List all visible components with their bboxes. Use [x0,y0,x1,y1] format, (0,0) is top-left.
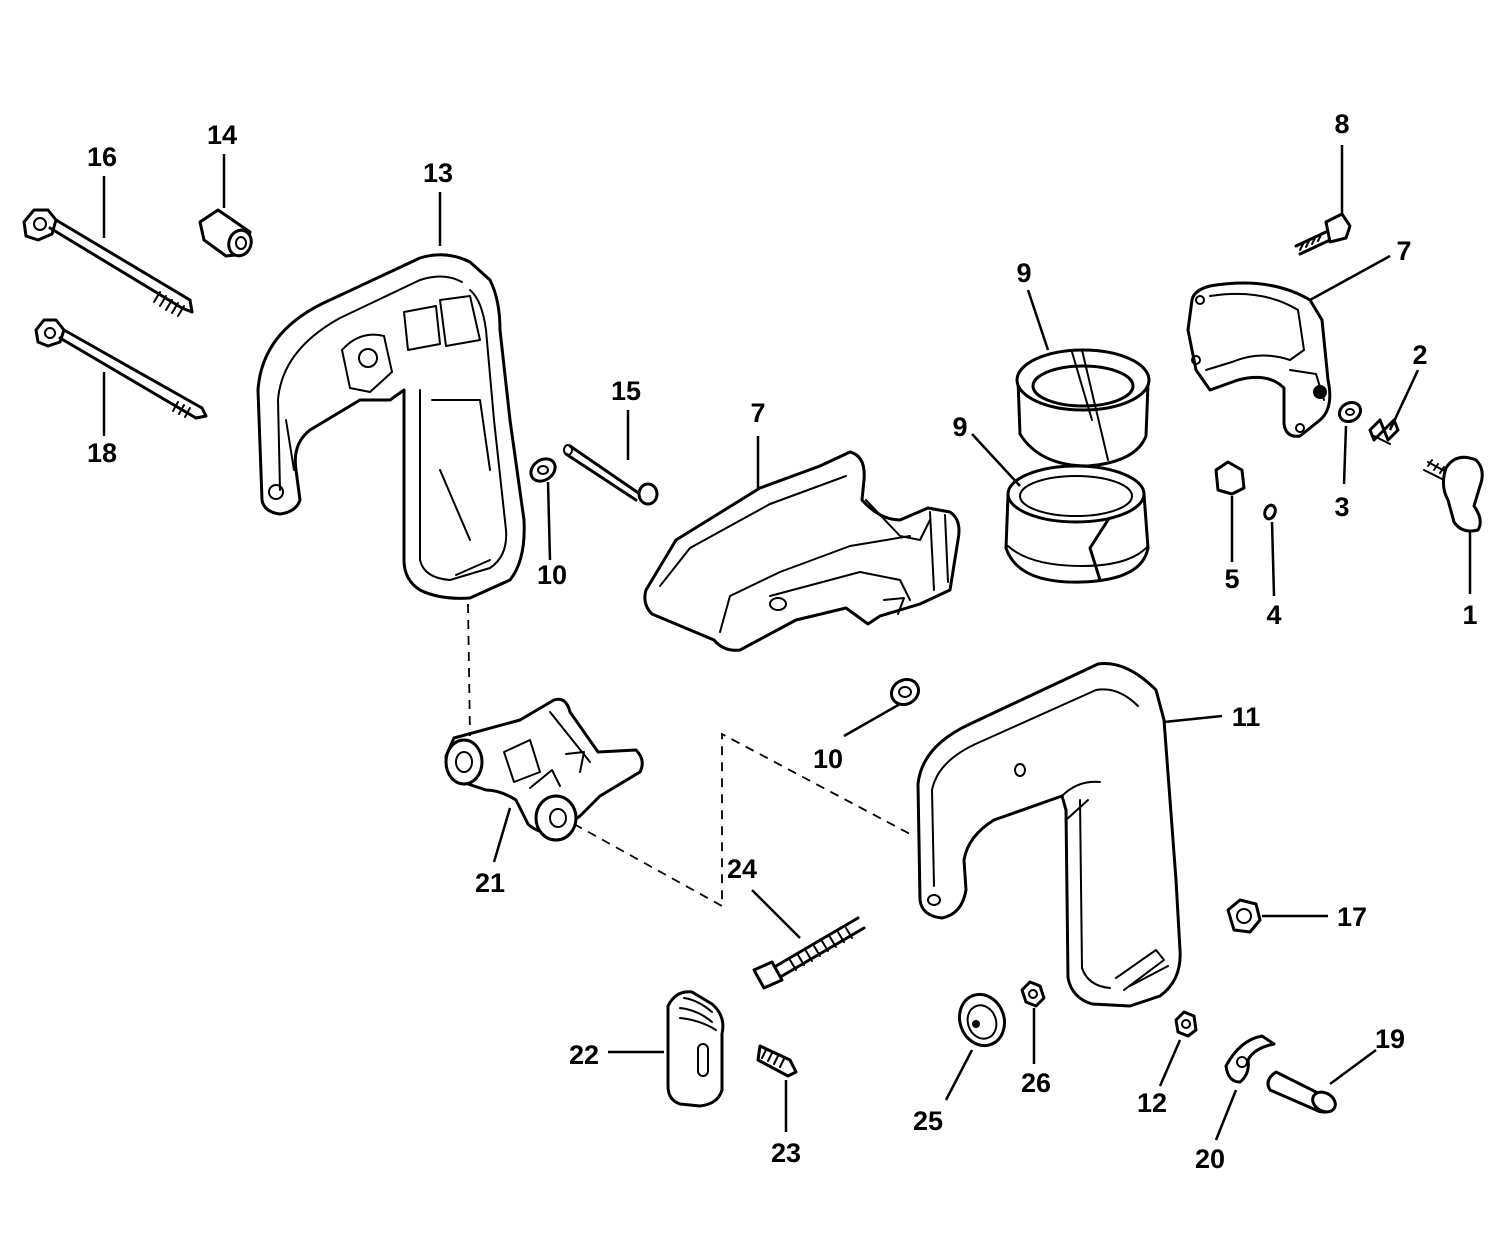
callout-24: 24 [727,854,757,884]
callout-4: 4 [1266,600,1281,630]
callout-17: 17 [1337,902,1367,932]
callout-11: 11 [1232,702,1261,732]
callout-1: 1 [1462,600,1477,630]
callout-3: 3 [1334,492,1349,522]
callout-7-center: 7 [750,398,765,428]
part-12-nut [1174,1010,1198,1038]
callout-14: 14 [207,120,237,150]
part-13-swivel-bracket [256,253,526,600]
callout-20: 20 [1195,1144,1225,1174]
callout-9-upper: 9 [1016,258,1031,288]
part-8-screw [1294,212,1352,256]
callout-16: 16 [87,142,117,172]
part-24-screw [752,916,866,990]
part-10-washer-upper [529,457,557,483]
callout-9-lower: 9 [952,412,967,442]
callout-23: 23 [771,1138,801,1168]
part-17-nut [1226,898,1262,934]
part-26-nut [1020,980,1046,1008]
callout-19: 19 [1375,1024,1405,1054]
part-5-key [1214,460,1246,496]
callout-8: 8 [1334,109,1349,139]
callout-12: 12 [1137,1088,1167,1118]
part-9-bushing-lower [1004,464,1150,584]
part-16-bolt [22,208,194,317]
part-25-pad [957,992,1007,1048]
part-4-o-ring [1263,503,1277,521]
callout-labels: 1 2 3 4 5 7 7 8 9 9 10 10 11 12 13 14 15… [87,109,1478,1174]
part-3-washer [1337,400,1363,424]
callout-10-upper: 10 [537,560,567,590]
part-1-thumb-screw [1423,455,1484,533]
part-11-stern-bracket [916,662,1182,1008]
callout-13: 13 [423,158,453,188]
leader-lines [102,145,1472,1141]
part-14-bushing [198,208,253,258]
part-15-pin [563,444,659,506]
part-9-bushing-upper [1015,348,1151,468]
callout-7-right: 7 [1396,236,1411,266]
part-18-bolt [34,318,208,420]
callout-26: 26 [1021,1068,1051,1098]
callout-5: 5 [1224,564,1239,594]
callout-10-lower: 10 [813,744,843,774]
callout-21: 21 [475,868,505,898]
part-22-friction-block [666,990,725,1108]
callout-25: 25 [913,1106,943,1136]
callout-22: 22 [569,1040,599,1070]
part-21-tilt-lever [444,697,644,842]
part-23-screw [756,1044,798,1078]
part-7-clamp-half [1186,281,1332,438]
part-2-spring [1368,418,1400,445]
part-7-clamp-body [643,450,961,652]
part-20-clip [1224,1034,1276,1084]
part-19-pin [1266,1070,1337,1114]
callout-2: 2 [1412,340,1427,370]
callout-18: 18 [87,438,117,468]
part-10-washer-lower [889,677,921,707]
callout-15: 15 [611,376,641,406]
assembly-dashed-lines [467,603,911,908]
